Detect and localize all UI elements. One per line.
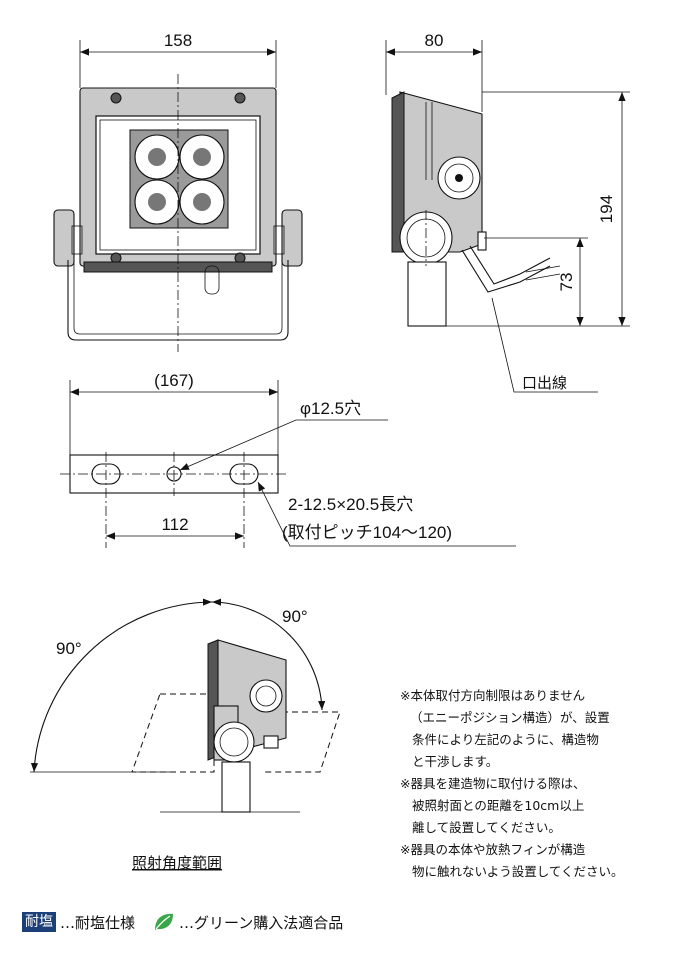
- note-line: と干渉します。: [412, 754, 498, 769]
- front-width-dimension: 158: [164, 31, 192, 50]
- cable-outlet-label: 口出線: [522, 374, 567, 392]
- note-line: 物に触れないよう設置してください。: [412, 864, 624, 879]
- legend: 耐塩 …耐塩仕様 …グリーン購入法適合品: [22, 910, 343, 934]
- cable-height-dimension: 73: [557, 273, 576, 292]
- slot-pitch-label: (取付ピッチ104～120): [282, 523, 452, 542]
- bracket-span-dimension: (167): [154, 371, 194, 390]
- note-line: （エニーポジション構造）が、設置: [410, 710, 610, 725]
- side-view: 80 194 73 口出線: [385, 31, 630, 393]
- angle-right-label: 90°: [282, 607, 308, 626]
- salt-resistant-text: …耐塩仕様: [60, 913, 136, 932]
- note-line: ※本体取付方向制限はありません: [400, 688, 585, 703]
- note-line: 被照射面との距離を10cm以上: [412, 798, 584, 813]
- angle-range-view: 90° 90° 照射角度範囲: [30, 598, 341, 872]
- note-line: 離して設置してください。: [412, 820, 561, 835]
- angle-caption: 照射角度範囲: [132, 854, 222, 872]
- notes-block: ※本体取付方向制限はありません （エニーポジション構造）が、設置 条件により左記…: [400, 688, 624, 879]
- height-dimension: 194: [597, 195, 616, 223]
- angle-left-label: 90°: [56, 639, 82, 658]
- green-purchase-text: …グリーン購入法適合品: [179, 913, 344, 932]
- front-view: 158: [53, 31, 303, 352]
- slot-spec-label: 2-12.5×20.5長穴: [288, 495, 413, 514]
- note-line: 条件により左記のように、構造物: [412, 732, 599, 747]
- center-hole-label: φ12.5穴: [300, 399, 361, 418]
- bracket-plate-view: (167) φ12.5穴 112 2-12.5×20.5長穴 (取付ピッチ104…: [60, 371, 516, 548]
- note-line: ※器具を建造物に取付ける際は、: [400, 776, 585, 791]
- leaf-icon: [155, 913, 174, 930]
- note-line: ※器具の本体や放熱フィンが構造: [400, 842, 586, 857]
- salt-resistant-badge: 耐塩: [22, 912, 56, 932]
- hole-pitch-dimension: 112: [161, 515, 188, 534]
- side-depth-dimension: 80: [425, 31, 444, 50]
